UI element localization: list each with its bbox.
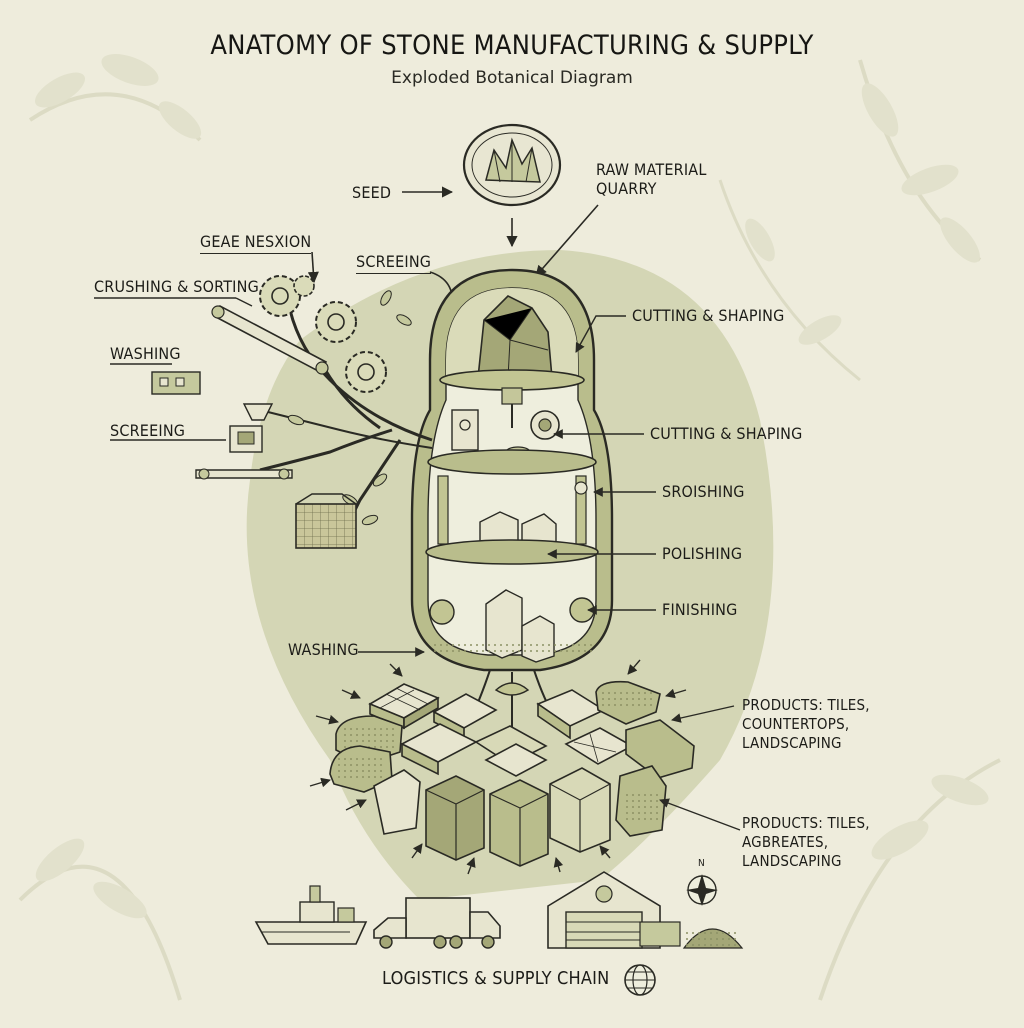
label-seed: SEED bbox=[352, 183, 392, 202]
branch-crushing-sorting bbox=[151, 275, 433, 549]
ship-icon bbox=[254, 885, 368, 945]
label-crushing-sorting: CRUSHING & SORTING bbox=[94, 277, 259, 296]
truck-icon bbox=[373, 897, 501, 949]
stone-block-icon bbox=[329, 680, 695, 867]
page-title: ANATOMY OF STONE MANUFACTURING & SUPPLY bbox=[210, 30, 814, 61]
label-sroishing: SROISHING bbox=[662, 482, 745, 501]
label-finishing: FINISHING bbox=[662, 600, 738, 619]
label-polishing: POLISHING bbox=[662, 544, 743, 563]
label-products-2: PRODUCTS: TILES, AGBREATES, LANDSCAPING bbox=[742, 814, 870, 870]
label-cutting-shaping-1: CUTTING & SHAPING bbox=[632, 306, 785, 325]
label-washing-left: WASHING bbox=[110, 344, 181, 363]
label-cutting-shaping-2: CUTTING & SHAPING bbox=[650, 424, 803, 443]
processing-capsule bbox=[410, 268, 614, 730]
globe-icon bbox=[624, 964, 656, 996]
compass-north-label: N bbox=[698, 858, 705, 869]
label-screeing-left: SCREEING bbox=[110, 421, 186, 440]
label-screeing-top: SCREEING bbox=[356, 252, 432, 274]
compass-icon bbox=[686, 874, 718, 906]
label-raw-material-quarry: RAW MATERIAL QUARRY bbox=[596, 160, 707, 198]
label-washing-bottom: WASHING bbox=[288, 640, 359, 659]
conveyor-icon bbox=[211, 304, 329, 375]
leaf-watermark bbox=[18, 54, 1001, 1001]
crystal-icon bbox=[462, 123, 562, 207]
label-logistics-supply-chain: LOGISTICS & SUPPLY CHAIN bbox=[382, 968, 610, 989]
label-products-1: PRODUCTS: TILES, COUNTERTOPS, LANDSCAPIN… bbox=[742, 696, 870, 752]
gear-icon bbox=[259, 275, 387, 393]
page-subtitle: Exploded Botanical Diagram bbox=[391, 68, 633, 88]
warehouse-icon bbox=[547, 871, 744, 949]
label-gene-nexion: GEAE NESXION bbox=[200, 232, 312, 254]
product-arrows bbox=[309, 659, 741, 875]
